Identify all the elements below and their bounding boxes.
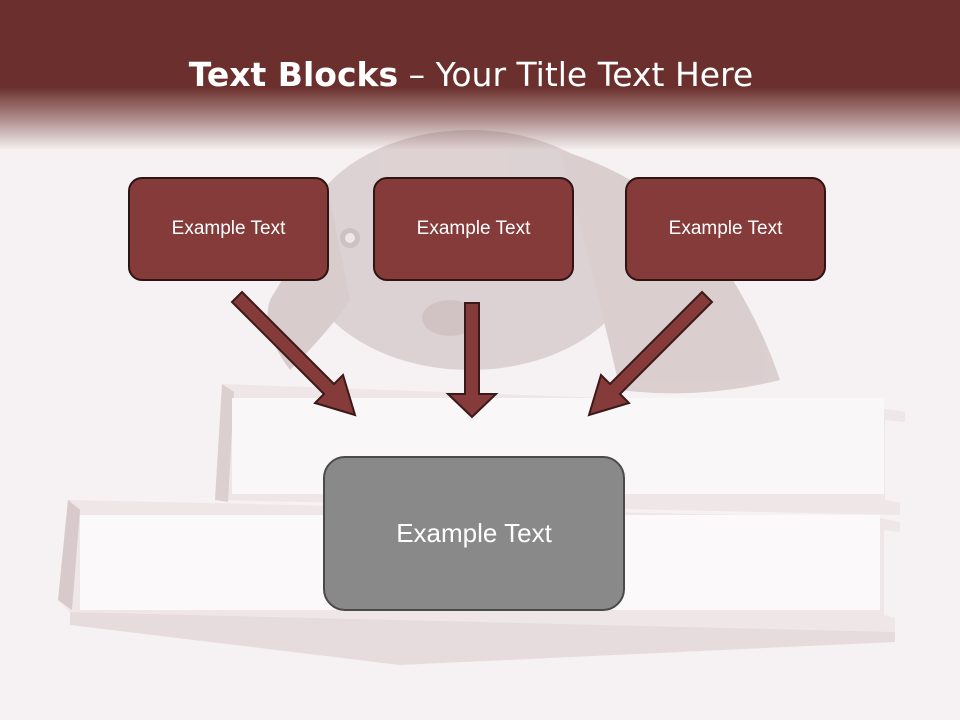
- text-block-1-label: Example Text: [171, 218, 286, 239]
- center-text-block-label: Example Text: [396, 518, 552, 548]
- text-block-2-label: Example Text: [416, 218, 531, 239]
- title-dash: –: [398, 55, 436, 94]
- slide-title: Text Blocks – Your Title Text Here: [0, 52, 942, 98]
- text-block-3-label: Example Text: [668, 218, 783, 239]
- text-block-1[interactable]: Example Text: [128, 177, 329, 281]
- center-text-block[interactable]: Example Text: [323, 456, 625, 611]
- arrow-right-diagonal: [587, 290, 714, 417]
- arrow-center-down: [445, 302, 499, 419]
- text-block-3[interactable]: Example Text: [625, 177, 826, 281]
- header-band: [0, 0, 960, 150]
- arrow-left-diagonal: [230, 290, 357, 417]
- text-block-2[interactable]: Example Text: [373, 177, 574, 281]
- title-rest: Your Title Text Here: [435, 55, 754, 94]
- title-bold: Text Blocks: [188, 55, 399, 94]
